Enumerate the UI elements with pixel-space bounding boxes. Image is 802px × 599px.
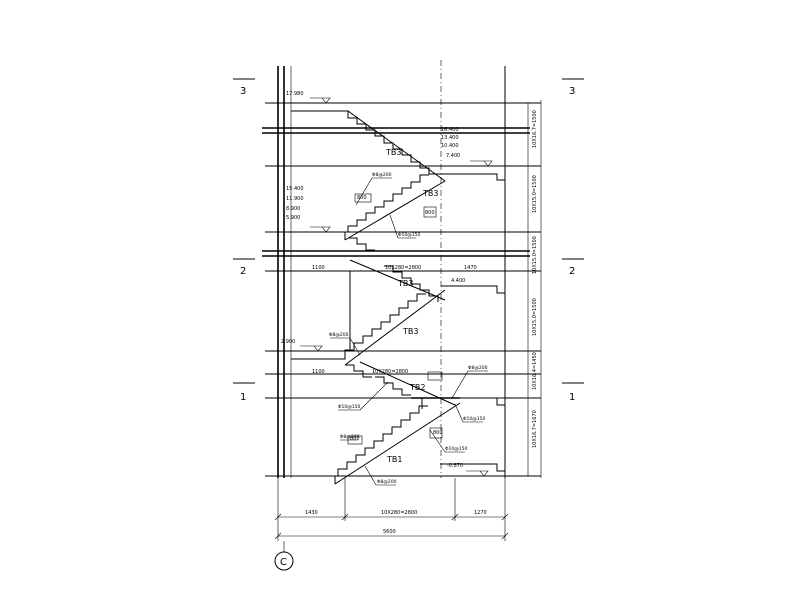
rebar-note-8: Φ10@150 (445, 446, 467, 452)
rebar-note-5: Φ8@200 (468, 365, 488, 371)
flight-upper-ascending (291, 174, 446, 251)
dim-plan-5: 10X280=2800 (372, 369, 408, 375)
grid-axis-c: C (274, 541, 294, 571)
dim-plan-9: 800 (433, 430, 443, 436)
dim-plan-3: 1470 (464, 265, 477, 271)
rebar-note-2: Φ10@150 (398, 232, 420, 238)
elevation-marks: 17.980 16.400 13.400 10.400 7.400 15.400… (281, 91, 493, 477)
flight-labels: TB3 TB3 TB3 TB3 TB2 TB1 (385, 148, 438, 464)
dim-plan-2: 10X280=2800 (385, 265, 421, 271)
elev-17980: 17.980 (286, 91, 304, 97)
label-tb2: TB2 (409, 383, 425, 392)
level-2-right: 2 (569, 266, 575, 277)
label-tb3-upper-b: TB3 (422, 189, 438, 198)
plan-dimensions: 1100 10X280=2800 1470 1100 10X280=2800 8… (312, 193, 477, 445)
dim-plan-6: 800 (357, 195, 367, 201)
label-tb3-mid-b: TB3 (402, 327, 418, 336)
label-tb1: TB1 (386, 455, 402, 464)
elev-16400: 16.400 (441, 127, 459, 133)
dim-right-4: 10X15.0=1500 (532, 298, 538, 336)
rebar-note-9: Φ8@200 (377, 479, 397, 485)
flight-tb2 (359, 361, 505, 409)
level-1-left: 1 (240, 392, 246, 403)
rebar-note-4: Φ10@150 (338, 404, 360, 410)
elev-8900: 8.900 (286, 206, 300, 212)
rebar-note-1: Φ8@200 (372, 172, 392, 178)
dim-right-6: 10X16.7=1670 (532, 410, 538, 448)
wall-structure (277, 60, 542, 478)
level-3-left: 3 (240, 86, 246, 97)
level-2-left: 2 (240, 266, 246, 277)
flight-mid-descending (349, 259, 505, 351)
dim-bottom-3: 1270 (474, 510, 487, 516)
dim-bottom-total: 5600 (383, 529, 396, 535)
elev-7400: 7.400 (446, 153, 460, 159)
flight-upper-descending (291, 110, 505, 182)
rebar-note-6: Φ10@150 (463, 416, 485, 422)
label-tb3-upper-a: TB3 (385, 148, 401, 157)
dim-plan-8: 800 (350, 436, 360, 442)
dim-right-2: 10X15.0=1500 (532, 175, 538, 213)
right-dimensions: 10X16.7=1500 10X15.0=1500 10X15.0=1500 1… (527, 103, 538, 476)
elev-4400: 4.400 (451, 278, 465, 284)
dim-right-5: 10X16.4=1450 (532, 352, 538, 390)
elev-2900: 2.900 (281, 339, 295, 345)
dim-bottom-2: 10X280=2800 (381, 510, 417, 516)
elev-10400: 10.400 (441, 143, 459, 149)
flight-mid-ascending (291, 289, 446, 378)
level-markers: 3 3 2 2 1 1 (233, 78, 584, 403)
grid-axis-label: C (280, 557, 287, 568)
dim-plan-7: 800 (425, 210, 435, 216)
level-1-right: 1 (569, 392, 575, 403)
rebar-notes: Φ8@200 Φ10@150 Φ8@200 Φ10@150 Φ8@200 Φ10… (329, 172, 488, 486)
dim-bottom-1: 1430 (305, 510, 318, 516)
elev-neg0870: -0.870 (447, 463, 463, 469)
dim-right-1: 10X16.7=1500 (532, 110, 538, 148)
bottom-dimensions: 1430 10X280=2800 1270 5600 (274, 478, 509, 541)
rebar-note-7: Φ8@200 (340, 434, 360, 440)
label-tb3-mid-a: TB3 (397, 279, 413, 288)
elev-5900: 5.900 (286, 215, 300, 221)
rebar-note-3: Φ8@200 (329, 332, 349, 338)
dim-plan-4: 1100 (312, 369, 325, 375)
elev-13400: 13.400 (441, 135, 459, 141)
elev-15400: 15.400 (286, 186, 304, 192)
elev-11900: 11.900 (286, 196, 304, 202)
flight-tb1 (291, 402, 505, 485)
level-3-right: 3 (569, 86, 575, 97)
dim-right-3: 10X15.0=1500 (532, 236, 538, 274)
dim-plan-1: 1100 (312, 265, 325, 271)
